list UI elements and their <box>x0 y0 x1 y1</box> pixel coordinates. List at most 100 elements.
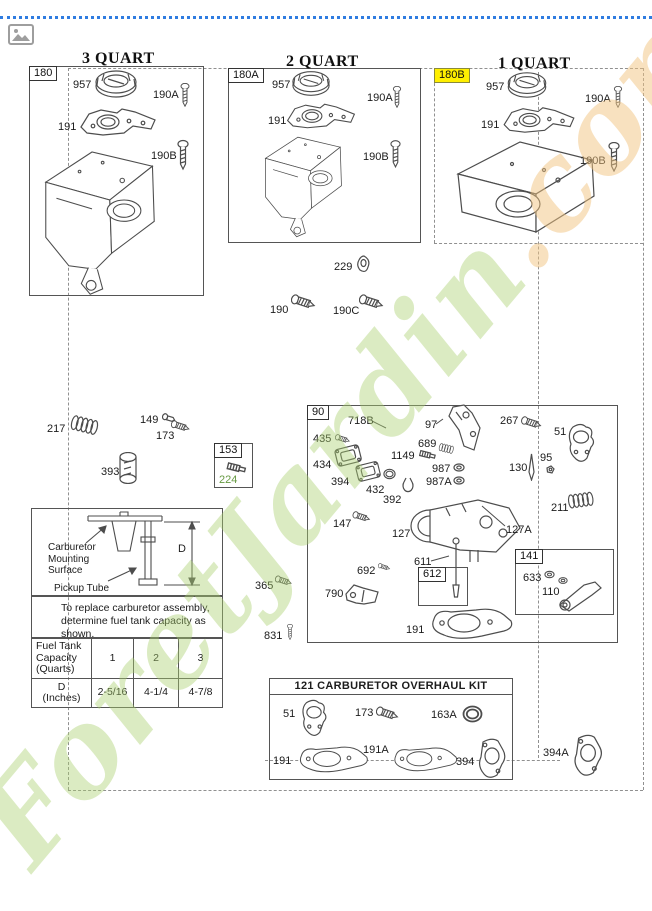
pickup-tube-drawing <box>85 511 200 587</box>
part-label-432: 432 <box>366 484 385 496</box>
part-label-191-2q: 191 <box>268 115 287 127</box>
mounting-surface-label: Carburetor Mounting Surface <box>48 542 96 576</box>
part-label-224: 224 <box>219 474 238 486</box>
part-label-987: 987 <box>432 463 451 475</box>
part-label-190a-1q: 190A <box>585 93 611 105</box>
part-label-393: 393 <box>101 466 120 478</box>
pickup-tube-diagram-box: Carburetor Mounting Surface Pickup Tube … <box>31 508 223 596</box>
part-label-95: 95 <box>540 452 553 464</box>
one-quart-box-bottom-dashed <box>434 243 643 244</box>
part-label-173: 173 <box>156 430 175 442</box>
part-label-633: 633 <box>523 572 542 584</box>
capacity-cell-3: 3 <box>178 638 223 678</box>
part-label-957-3q: 957 <box>73 79 92 91</box>
part-label-957-1q: 957 <box>486 81 505 93</box>
kit-oring-drawing-163a <box>459 705 486 723</box>
section-title-2-quart: 2 QUART <box>286 53 359 70</box>
part-label-190b-2q: 190B <box>363 151 389 163</box>
part-label-987a: 987A <box>426 476 452 488</box>
depth-cell-3: 4-7/8 <box>178 678 223 708</box>
overhaul-kit-box: 121 CARBURETOR OVERHAUL KIT <box>269 678 513 780</box>
part-label-191-3q: 191 <box>58 121 77 133</box>
part-label-190: 190 <box>270 304 289 316</box>
depth-header-cell: D (Inches) <box>31 678 91 708</box>
ref-180: 180 <box>29 66 58 81</box>
three-quart-box <box>29 66 204 296</box>
depth-header-text: D (Inches) <box>42 680 81 704</box>
part-label-211: 211 <box>551 502 569 514</box>
part-label-435: 435 <box>313 433 332 445</box>
blue-dotted-divider <box>0 16 652 19</box>
construction-line-center <box>538 72 539 758</box>
part-label-394a: 394A <box>543 747 569 759</box>
gasket-drawing-394a <box>569 732 605 778</box>
boundary-bottom <box>68 790 643 791</box>
parts-diagram-page: { "page": { "divider_color": "#2f7ce0", … <box>0 0 652 891</box>
part-label-217: 217 <box>47 423 66 435</box>
ref-153: 153 <box>214 443 243 458</box>
part-label-689: 689 <box>418 438 437 450</box>
pickup-tube-label: Pickup Tube <box>54 583 110 594</box>
part-label-229: 229 <box>334 261 353 273</box>
one-quart-box-left-dashed <box>434 68 435 243</box>
part-label-392: 392 <box>383 494 402 506</box>
fuel-tank-capacity-table: Fuel Tank Capacity (Quarts) 1 2 3 D (Inc… <box>31 638 223 708</box>
part-label-147: 147 <box>333 518 352 530</box>
part-label-190a-3q: 190A <box>153 89 179 101</box>
part-label-190a-2q: 190A <box>367 92 393 104</box>
part-label-718b: 718B <box>348 415 374 427</box>
boundary-left <box>68 68 69 790</box>
capacity-header-cell: Fuel Tank Capacity (Quarts) <box>31 638 91 678</box>
part-label-190b-3q: 190B <box>151 150 177 162</box>
depth-cell-2: 4-1/4 <box>133 678 178 708</box>
kit-label-51: 51 <box>283 708 296 720</box>
part-label-365: 365 <box>255 580 274 592</box>
part-label-191-carb: 191 <box>406 624 425 636</box>
part-label-267: 267 <box>500 415 519 427</box>
kit-label-163a: 163A <box>431 709 457 721</box>
ref-90: 90 <box>307 405 330 420</box>
depth-cell-1: 2-5/16 <box>91 678 133 708</box>
kit-gasket-drawing-191a <box>388 740 460 776</box>
ref-612: 612 <box>418 567 447 582</box>
kit-gasket-drawing-51 <box>298 698 330 738</box>
two-quart-box <box>228 68 421 243</box>
part-label-790: 790 <box>325 588 344 600</box>
section-title-3-quart: 3 QUART <box>82 50 155 67</box>
ref-141: 141 <box>515 549 544 564</box>
part-label-692: 692 <box>357 565 376 577</box>
ref-180a: 180A <box>228 68 264 83</box>
part-label-831: 831 <box>264 630 283 642</box>
part-label-191-1q: 191 <box>481 119 500 131</box>
capacity-cell-1: 1 <box>91 638 133 678</box>
part-label-97: 97 <box>425 419 438 431</box>
part-label-127a: 127A <box>506 524 532 536</box>
part-label-130: 130 <box>509 462 528 474</box>
kit-label-394: 394 <box>456 756 475 768</box>
ref-180b-highlighted: 180B <box>434 68 470 83</box>
kit-gasket-drawing-394 <box>474 736 508 780</box>
part-label-149: 149 <box>140 414 159 426</box>
section-title-1-quart: 1 QUART <box>498 55 571 72</box>
part-label-51: 51 <box>554 426 567 438</box>
image-placeholder-icon <box>8 24 34 45</box>
part-label-394: 394 <box>331 476 350 488</box>
kit-label-191: 191 <box>273 755 292 767</box>
boundary-right <box>643 68 644 790</box>
part-label-190c: 190C <box>333 305 360 317</box>
part-label-190b-1q: 190B <box>580 155 606 167</box>
overhaul-kit-title: 121 CARBURETOR OVERHAUL KIT <box>270 679 512 695</box>
capacity-cell-2: 2 <box>133 638 178 678</box>
kit-label-173: 173 <box>355 707 374 719</box>
dimension-d-label: D <box>178 543 186 555</box>
part-label-611: 611 <box>414 556 432 568</box>
capacity-header-text: Fuel Tank Capacity (Quarts) <box>36 640 82 676</box>
part-label-127: 127 <box>392 528 411 540</box>
leader-lines <box>371 418 506 562</box>
part-label-110: 110 <box>542 586 560 598</box>
float-kit-box-141 <box>515 549 614 615</box>
capacity-note: To replace carburetor assembly, determin… <box>31 596 223 640</box>
part-label-1149: 1149 <box>391 450 415 462</box>
kit-gasket-drawing-191 <box>293 740 371 776</box>
kit-screw-drawing-173 <box>376 706 400 723</box>
